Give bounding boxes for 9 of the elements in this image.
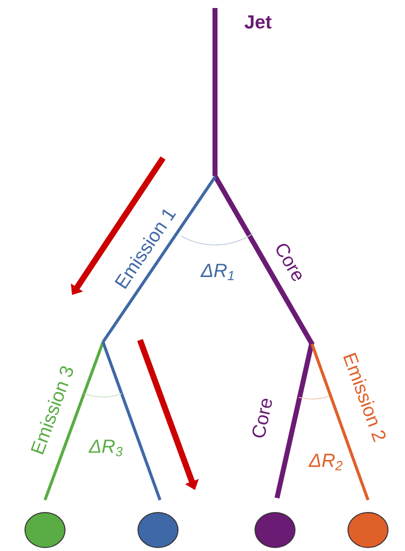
jet-label: Jet [244, 15, 272, 29]
angle-label: ΔR$_{3}$ [88, 440, 123, 456]
circle-node [138, 512, 178, 548]
circle-node [24, 512, 66, 548]
branch-label: Core [252, 398, 272, 438]
circle-node [254, 512, 296, 548]
angle-label: ΔR$_{2}$ [308, 454, 342, 470]
angle-label: ΔR$_{1}$ [200, 264, 234, 280]
circle-node [348, 512, 388, 548]
